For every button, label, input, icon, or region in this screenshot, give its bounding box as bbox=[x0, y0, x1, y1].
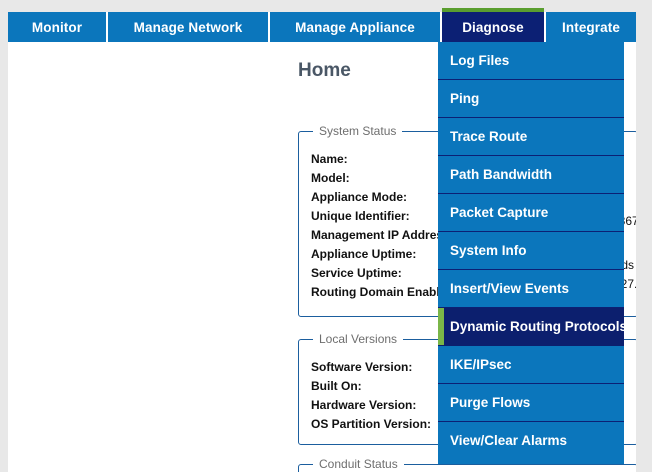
menu-item-packet-capture[interactable]: Packet Capture bbox=[438, 194, 624, 232]
page-title: Home bbox=[298, 60, 351, 81]
menu-item-purge-flows[interactable]: Purge Flows bbox=[438, 384, 624, 422]
label-appliance-mode: Appliance Mode: bbox=[311, 190, 408, 204]
system-status-label-list: Name: Model: Appliance Mode: Unique Iden… bbox=[311, 150, 458, 302]
label-appliance-uptime: Appliance Uptime: bbox=[311, 247, 417, 261]
label-management-ip-address: Management IP Address: bbox=[311, 228, 454, 242]
menu-item-system-info[interactable]: System Info bbox=[438, 232, 624, 270]
label-os-partition-version: OS Partition Version: bbox=[311, 417, 432, 431]
nav-tab-diagnose[interactable]: Diagnose bbox=[442, 8, 546, 42]
panel-system-status-legend: System Status bbox=[313, 124, 403, 138]
label-hardware-version: Hardware Version: bbox=[311, 398, 417, 412]
nav-tab-monitor[interactable]: Monitor bbox=[8, 12, 108, 42]
page-right-gutter bbox=[636, 0, 652, 472]
label-model: Model: bbox=[311, 171, 350, 185]
menu-item-dynamic-routing-protocols[interactable]: Dynamic Routing Protocols bbox=[438, 308, 624, 346]
label-software-version: Software Version: bbox=[311, 360, 413, 374]
menu-item-view-clear-alarms[interactable]: View/Clear Alarms bbox=[450, 433, 568, 448]
nav-tab-manage-network[interactable]: Manage Network bbox=[108, 12, 270, 42]
label-unique-identifier: Unique Identifier: bbox=[311, 209, 410, 223]
local-versions-label-list: Software Version: Built On: Hardware Ver… bbox=[311, 358, 431, 434]
menu-item-ping[interactable]: Ping bbox=[438, 80, 624, 118]
menu-item-trace-route[interactable]: Trace Route bbox=[438, 118, 624, 156]
menu-item-path-bandwidth[interactable]: Path Bandwidth bbox=[438, 156, 624, 194]
label-service-uptime: Service Uptime: bbox=[311, 266, 402, 280]
panel-system-status: System Status Name: Model: Appliance Mod… bbox=[298, 124, 638, 317]
label-routing-domain-enabled: Routing Domain Enabled: bbox=[311, 285, 458, 299]
main-navigation-bar: Monitor Manage Network Manage Appliance … bbox=[8, 8, 636, 42]
diagnose-dropdown-menu: Log Files Ping Trace Route Path Bandwidt… bbox=[438, 42, 624, 464]
nav-tab-integrate[interactable]: Integrate bbox=[562, 19, 620, 35]
menu-item-insert-view-events[interactable]: Insert/View Events bbox=[438, 270, 624, 308]
panel-local-versions-legend: Local Versions bbox=[313, 332, 404, 346]
nav-tab-manage-appliance[interactable]: Manage Appliance bbox=[270, 12, 442, 42]
label-name: Name: bbox=[311, 152, 348, 166]
menu-item-log-files[interactable]: Log Files bbox=[438, 42, 624, 80]
menu-item-ike-ipsec[interactable]: IKE/IPsec bbox=[438, 346, 624, 384]
panel-conduit-status: Conduit Status bbox=[298, 457, 638, 472]
label-built-on: Built On: bbox=[311, 379, 362, 393]
panel-conduit-status-legend: Conduit Status bbox=[313, 457, 404, 471]
